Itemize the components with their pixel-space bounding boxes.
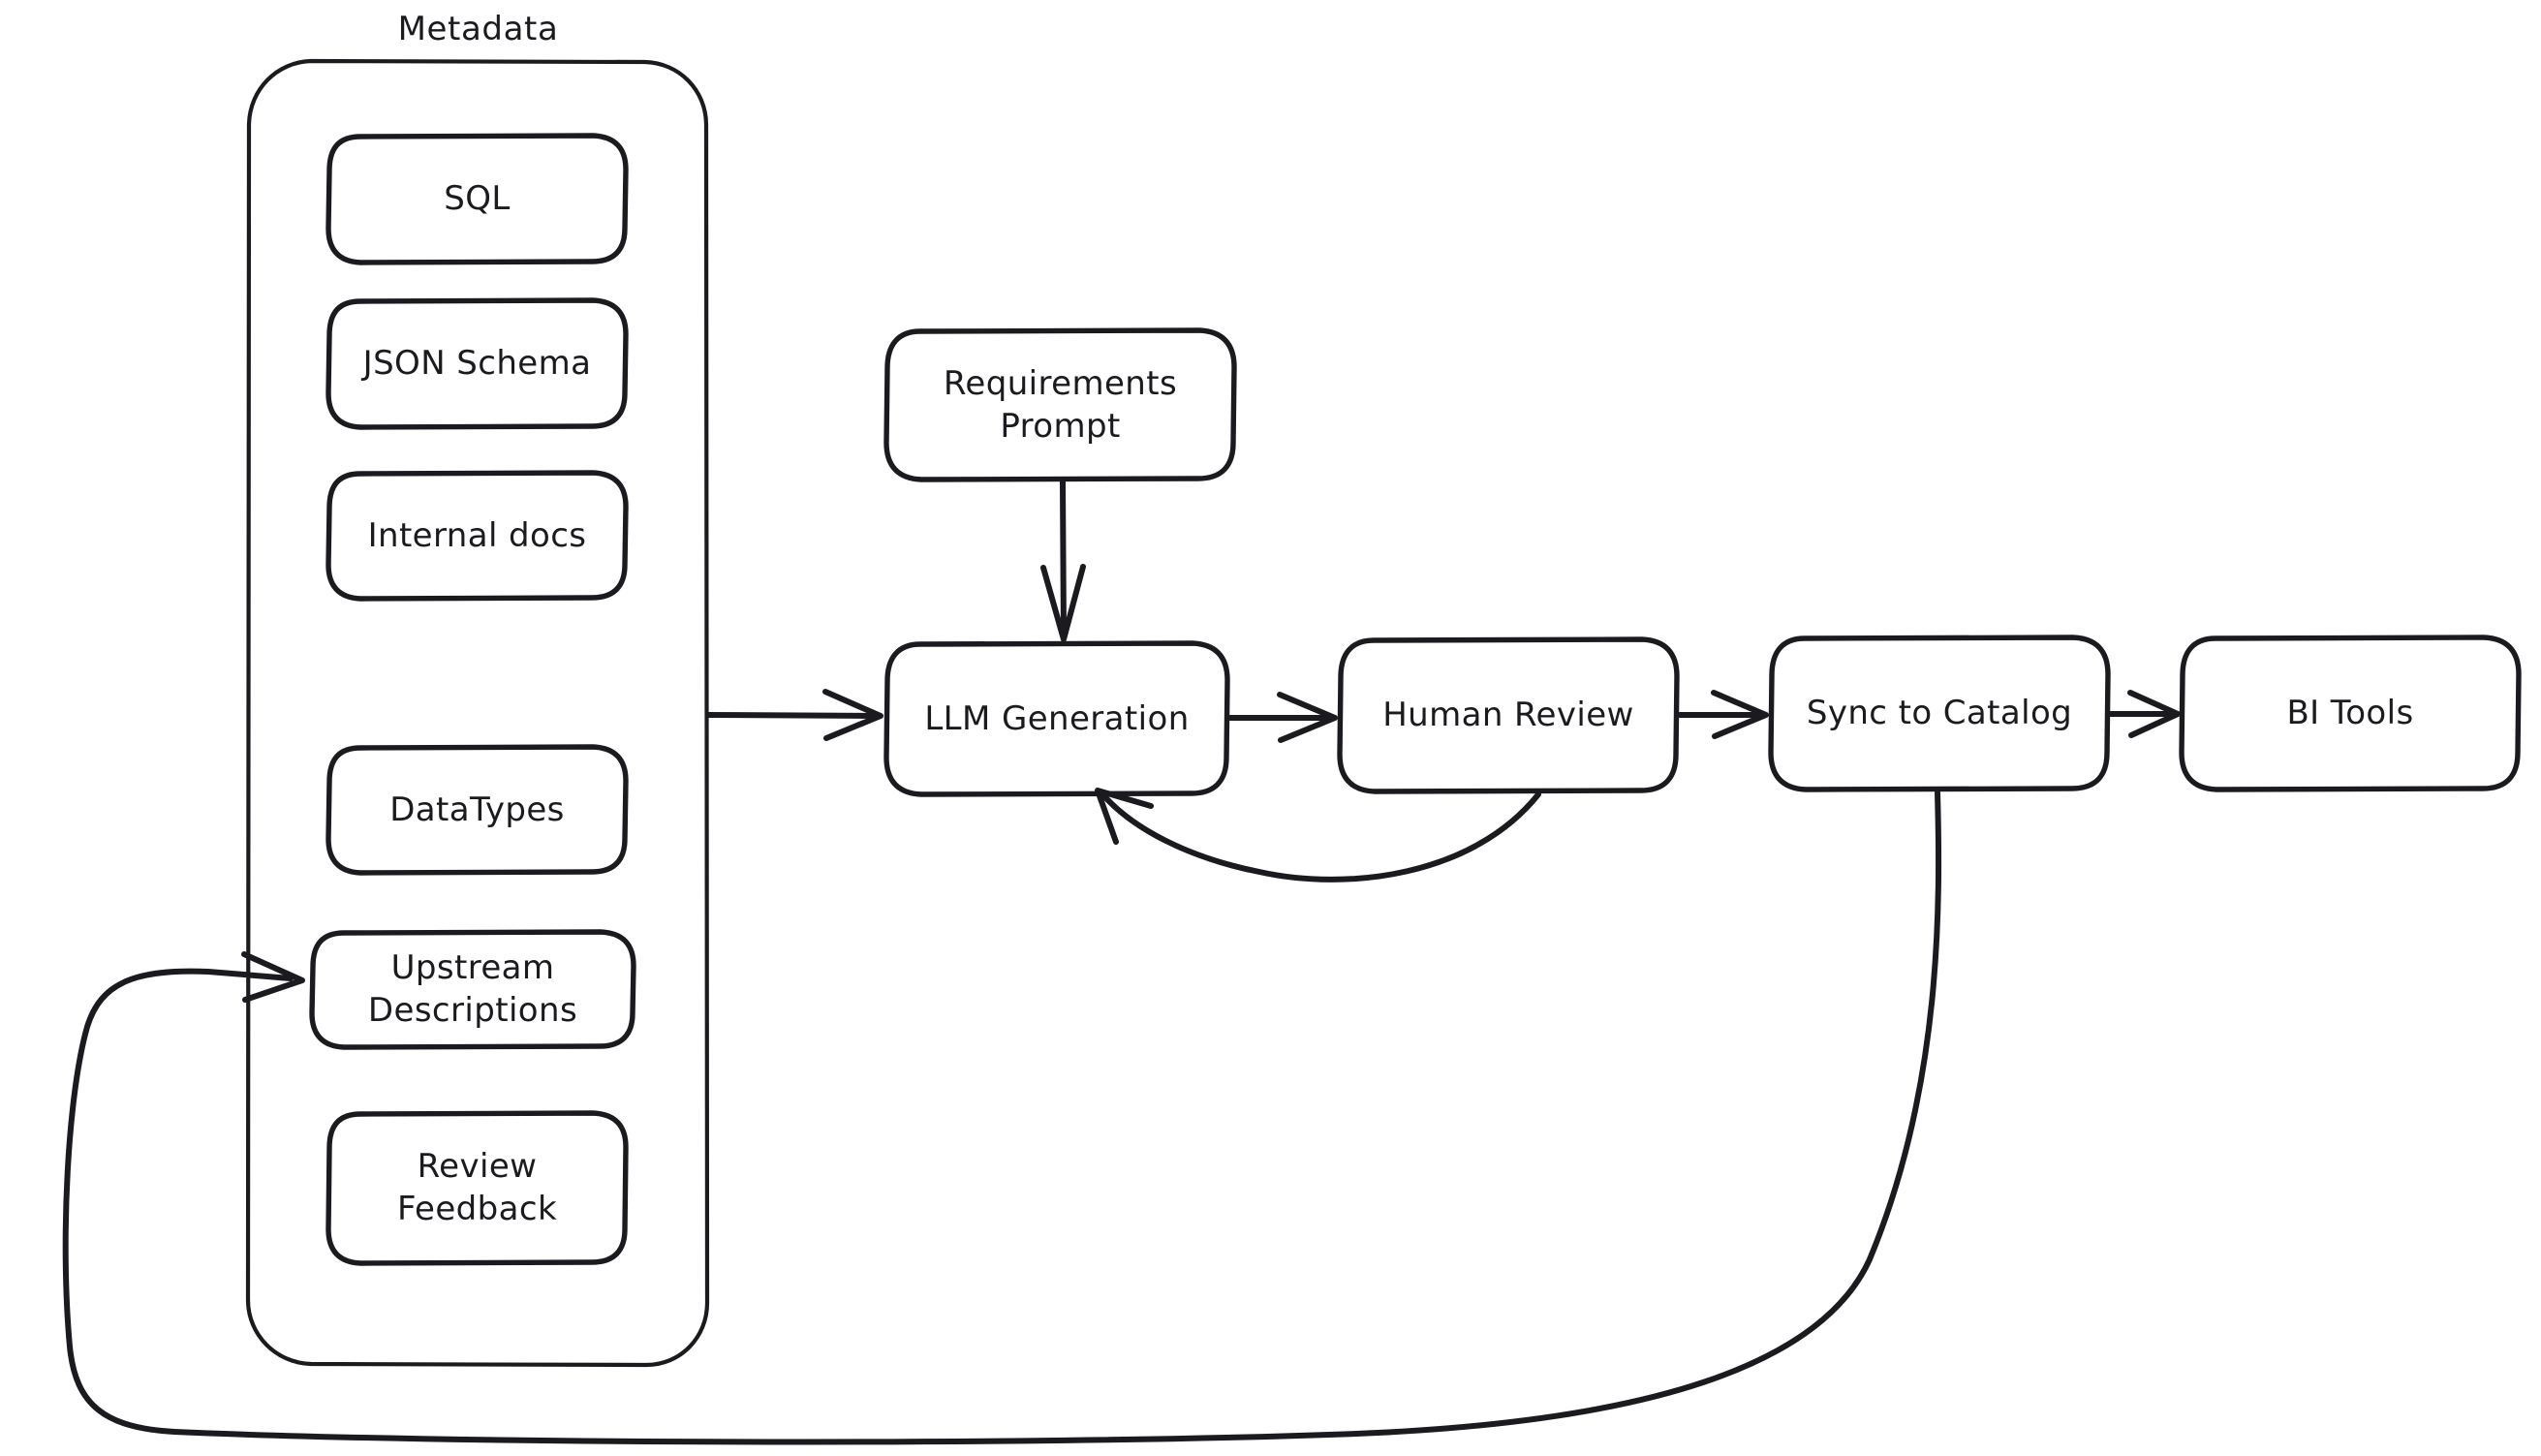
node-llm-generation[interactable]: LLM Generation [924, 698, 1190, 738]
metadata-item-sql[interactable]: SQL [444, 179, 511, 219]
metadata-item-internal-docs[interactable]: Internal docs [367, 515, 587, 555]
metadata-group-title: Metadata [397, 10, 559, 48]
connector-sync-to-bi [2108, 690, 2181, 738]
metadata-item-json-schema[interactable]: JSON Schema [362, 344, 592, 384]
node-requirements-prompt[interactable]: Requirements Prompt [943, 363, 1178, 446]
connector-metadata-to-llm [705, 689, 883, 741]
node-bi-tools[interactable]: BI Tools [2286, 694, 2414, 733]
node-human-review[interactable]: Human Review [1382, 696, 1634, 735]
connector-prompt-to-llm [1040, 479, 1086, 642]
metadata-item-upstream-descriptions[interactable]: Upstream Descriptions [367, 948, 578, 1030]
connector-review-feedback-to-llm [1095, 788, 1541, 883]
metadata-item-review-feedback[interactable]: Review Feedback [396, 1147, 558, 1228]
connector-review-to-sync [1677, 690, 1769, 739]
node-sync-to-catalog[interactable]: Sync to Catalog [1806, 694, 2073, 733]
connector-llm-to-review [1227, 692, 1338, 743]
metadata-item-datatypes[interactable]: DataTypes [389, 790, 565, 829]
